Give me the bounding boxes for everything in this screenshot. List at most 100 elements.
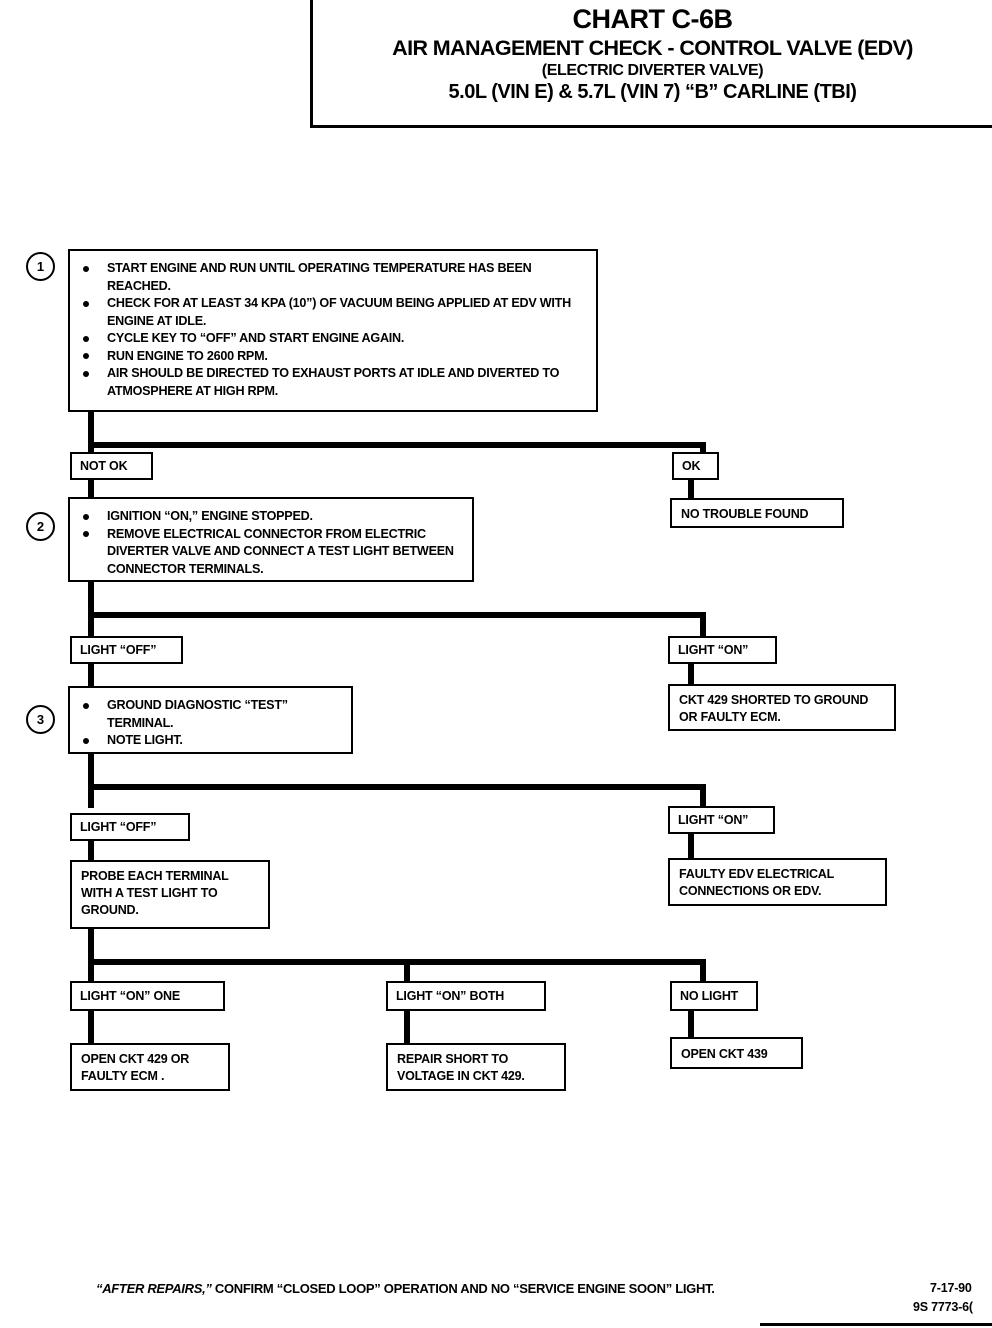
bullet-dot-icon <box>83 531 89 537</box>
label-light-off-level2: LIGHT “OFF” <box>70 636 183 664</box>
step-1-box: START ENGINE AND RUN UNTIL OPERATING TEM… <box>68 249 598 412</box>
bullet-dot-icon <box>83 353 89 359</box>
label-light-off-level3-text: LIGHT “OFF” <box>80 820 157 834</box>
step-1-bullet-5: AIR SHOULD BE DIRECTED TO EXHAUST PORTS … <box>80 365 588 400</box>
label-light-off-level2-text: LIGHT “OFF” <box>80 643 157 657</box>
step-1-bullet-4: RUN ENGINE TO 2600 RPM. <box>80 348 588 366</box>
connector-notok-down <box>88 442 94 456</box>
connector-ok-down <box>700 442 706 456</box>
step-3-bullet-1: GROUND DIAGNOSTIC “TEST” TERMINAL. <box>80 697 343 732</box>
connector-step3-down <box>88 754 94 790</box>
step-3-box: GROUND DIAGNOSTIC “TEST” TERMINAL. NOTE … <box>68 686 353 754</box>
bullet-dot-icon <box>83 513 89 520</box>
step-1-bullet-3: CYCLE KEY TO “OFF” AND START ENGINE AGAI… <box>80 330 588 348</box>
connector-lighton2-to-result <box>688 664 694 686</box>
step-2-bullet-2-text: REMOVE ELECTRICAL CONNECTOR FROM ELECTRI… <box>107 526 454 576</box>
bullet-dot-icon <box>83 702 89 709</box>
action-probe-each-terminal: PROBE EACH TERMINAL WITH A TEST LIGHT TO… <box>70 860 270 929</box>
step-1-bullet-3-text: CYCLE KEY TO “OFF” AND START ENGINE AGAI… <box>107 331 405 345</box>
footer-note: “AFTER REPAIRS,” CONFIRM “CLOSED LOOP” O… <box>96 1281 715 1296</box>
footer-rule <box>760 1323 992 1326</box>
label-light-on-level3-text: LIGHT “ON” <box>678 813 749 827</box>
connector-ok-to-result <box>688 480 694 500</box>
step-1-bullet-1-text: START ENGINE AND RUN UNTIL OPERATING TEM… <box>107 261 532 293</box>
connector-light-on-both-down <box>404 959 410 983</box>
result-no-trouble-found: NO TROUBLE FOUND <box>670 498 844 528</box>
step-2-bullet-1: IGNITION “ON,” ENGINE STOPPED. <box>80 508 464 526</box>
connector-light-on-one-down <box>88 959 94 983</box>
connector-lightoff3-down <box>88 784 94 808</box>
footer-note-italic: “AFTER REPAIRS,” <box>96 1281 212 1296</box>
step-1-bullet-1: START ENGINE AND RUN UNTIL OPERATING TEM… <box>80 260 588 295</box>
step-1-bullet-2: CHECK FOR AT LEAST 34 KPA (10”) OF VACUU… <box>80 295 588 330</box>
label-light-on-level2-text: LIGHT “ON” <box>678 643 749 657</box>
step-1-bullet-4-text: RUN ENGINE TO 2600 RPM. <box>107 348 268 363</box>
result-faulty-edv-text: FAULTY EDV ELECTRICAL CONNECTIONS OR EDV… <box>679 867 834 898</box>
result-faulty-edv: FAULTY EDV ELECTRICAL CONNECTIONS OR EDV… <box>668 858 887 906</box>
result-open-ckt-429-text: OPEN CKT 429 OR FAULTY ECM . <box>81 1052 190 1083</box>
chart-title: AIR MANAGEMENT CHECK - CONTROL VALVE (ED… <box>392 36 913 60</box>
label-light-on-both: LIGHT “ON” BOTH <box>386 981 546 1011</box>
label-light-off-level3: LIGHT “OFF” <box>70 813 190 841</box>
connector-bus-level1 <box>88 442 706 448</box>
label-light-on-level2: LIGHT “ON” <box>668 636 777 664</box>
label-light-on-one-text: LIGHT “ON” ONE <box>80 989 180 1003</box>
connector-bus-level3 <box>88 784 706 790</box>
label-light-on-level3: LIGHT “ON” <box>668 806 775 834</box>
connector-lightoff2-to-step3 <box>88 664 94 686</box>
step-2-box: IGNITION “ON,” ENGINE STOPPED. REMOVE EL… <box>68 497 474 582</box>
connector-probe-down <box>88 929 94 965</box>
action-probe-each-terminal-text: PROBE EACH TERMINAL WITH A TEST LIGHT TO… <box>81 869 229 917</box>
connector-light-on-both-to-result <box>404 1011 410 1045</box>
result-open-ckt-439: OPEN CKT 439 <box>670 1037 803 1069</box>
result-ckt-429-shorted-text: CKT 429 SHORTED TO GROUND OR FAULTY ECM. <box>679 693 869 724</box>
bullet-dot-icon <box>83 300 89 307</box>
step-3-bullet-1-text: GROUND DIAGNOSTIC “TEST” TERMINAL. <box>107 698 288 730</box>
connector-lightoff2-down <box>88 612 94 638</box>
step-1-bullet-5-text: AIR SHOULD BE DIRECTED TO EXHAUST PORTS … <box>107 366 560 398</box>
bullet-dot-icon <box>83 335 89 342</box>
chart-subtitle: (ELECTRIC DIVERTER VALVE) <box>541 62 764 79</box>
connector-no-light-to-result <box>688 1011 694 1039</box>
result-open-ckt-439-text: OPEN CKT 439 <box>681 1046 768 1061</box>
chart-engine-application: 5.0L (VIN E) & 5.7L (VIN 7) “B” CARLINE … <box>448 81 857 103</box>
chart-number: CHART C-6B <box>572 4 734 34</box>
footer-date: 7-17-90 <box>930 1281 972 1295</box>
title-block: CHART C-6B AIR MANAGEMENT CHECK - CONTRO… <box>310 0 992 128</box>
step-1-bullet-2-text: CHECK FOR AT LEAST 34 KPA (10”) OF VACUU… <box>107 296 571 328</box>
label-no-light: NO LIGHT <box>670 981 758 1011</box>
bullet-dot-icon <box>83 737 89 744</box>
connector-bus-level2 <box>88 612 706 618</box>
connector-lighton3-down <box>700 784 706 808</box>
result-ckt-429-shorted: CKT 429 SHORTED TO GROUND OR FAULTY ECM. <box>668 684 896 731</box>
step-2-bullet-1-text: IGNITION “ON,” ENGINE STOPPED. <box>107 509 313 523</box>
result-repair-short: REPAIR SHORT TO VOLTAGE IN CKT 429. <box>386 1043 566 1091</box>
label-ok: OK <box>672 452 719 480</box>
result-open-ckt-429: OPEN CKT 429 OR FAULTY ECM . <box>70 1043 230 1091</box>
connector-step2-down <box>88 582 94 618</box>
bullet-dot-icon <box>83 265 89 272</box>
connector-step1-down <box>88 412 94 448</box>
footer-document-code: 9S 7773-6( <box>913 1300 973 1314</box>
step-marker-3: 3 <box>26 705 55 734</box>
label-light-on-both-text: LIGHT “ON” BOTH <box>396 989 505 1003</box>
bullet-dot-icon <box>83 370 89 377</box>
step-marker-2: 2 <box>26 512 55 541</box>
connector-lighton3-to-result <box>688 834 694 860</box>
result-no-trouble-found-text: NO TROUBLE FOUND <box>681 506 809 521</box>
connector-notok-to-step2 <box>88 480 94 500</box>
step-marker-1: 1 <box>26 252 55 281</box>
label-light-on-one: LIGHT “ON” ONE <box>70 981 225 1011</box>
label-no-light-text: NO LIGHT <box>680 989 739 1003</box>
connector-lightoff3-to-probe <box>88 841 94 863</box>
label-not-ok-text: NOT OK <box>80 459 128 473</box>
step-2-bullet-2: REMOVE ELECTRICAL CONNECTOR FROM ELECTRI… <box>80 526 464 579</box>
connector-no-light-down <box>700 959 706 983</box>
step-3-bullet-2: NOTE LIGHT. <box>80 732 343 750</box>
label-not-ok: NOT OK <box>70 452 153 480</box>
result-repair-short-text: REPAIR SHORT TO VOLTAGE IN CKT 429. <box>397 1052 525 1083</box>
connector-lighton2-down <box>700 612 706 638</box>
label-ok-text: OK <box>682 459 701 473</box>
step-3-bullet-2-text: NOTE LIGHT. <box>107 733 183 747</box>
